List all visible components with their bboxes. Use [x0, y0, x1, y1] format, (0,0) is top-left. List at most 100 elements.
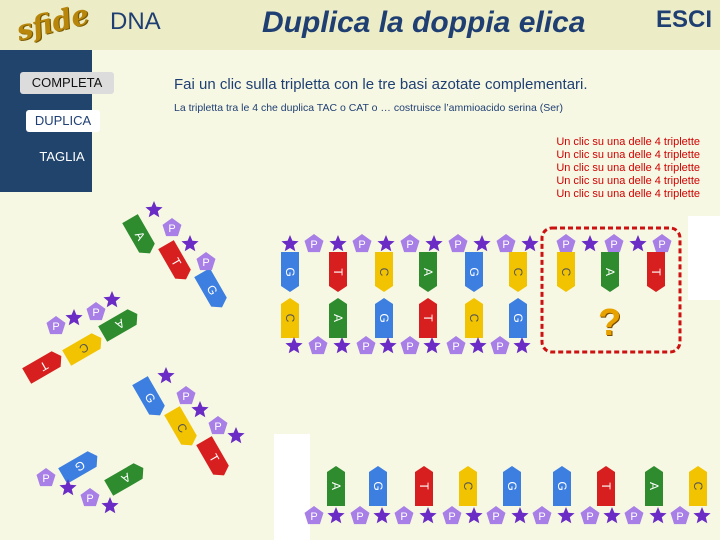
base-letter: A [603, 268, 617, 276]
phosphate-label: P [310, 239, 317, 251]
base-shape[interactable] [375, 298, 393, 338]
phosphate-shape [352, 234, 372, 253]
base-shape[interactable] [689, 466, 707, 506]
base-letter: T [599, 482, 613, 490]
base-shape[interactable] [553, 466, 571, 506]
phosphate-label: P [610, 239, 617, 251]
base-G[interactable]: G [132, 376, 168, 420]
base-A[interactable]: A [601, 252, 619, 292]
base-letter: G [505, 481, 519, 490]
sugar-star [469, 337, 487, 354]
base-T[interactable]: T [329, 252, 347, 292]
menu-item-duplica[interactable]: DUPLICA [26, 110, 100, 132]
base-A[interactable]: A [419, 252, 437, 292]
base-A[interactable]: A [122, 214, 158, 258]
phosphate: P [490, 336, 510, 355]
base-letter: A [329, 482, 343, 490]
base-shape[interactable] [459, 466, 477, 506]
phosphate-label: P [314, 341, 321, 353]
base-C[interactable]: C [62, 330, 106, 366]
base-shape[interactable] [415, 466, 433, 506]
base-A[interactable]: A [329, 298, 347, 338]
base-A[interactable]: A [327, 466, 345, 506]
base-C[interactable]: C [509, 252, 527, 292]
base-G[interactable]: G [509, 298, 527, 338]
base-shape[interactable] [597, 466, 615, 506]
base-shape[interactable] [329, 298, 347, 338]
base-C[interactable]: C [375, 252, 393, 292]
base-shape[interactable] [122, 214, 158, 258]
base-G[interactable]: G [58, 448, 102, 484]
sugar-star [329, 235, 347, 252]
menu-item-completa[interactable]: COMPLETA [20, 72, 114, 94]
base-A[interactable]: A [645, 466, 663, 506]
base-A[interactable]: A [98, 306, 142, 342]
base-shape[interactable] [58, 448, 102, 484]
base-G[interactable]: G [553, 466, 571, 506]
base-C[interactable]: C [465, 298, 483, 338]
base-C[interactable]: C [459, 466, 477, 506]
base-shape[interactable] [22, 348, 66, 384]
base-shape[interactable] [419, 298, 437, 338]
base-G[interactable]: G [503, 466, 521, 506]
phosphate-label: P [502, 239, 509, 251]
sugar-star [101, 497, 119, 514]
base-T[interactable]: T [196, 436, 232, 480]
base-T[interactable]: T [158, 240, 194, 284]
base-shape[interactable] [601, 252, 619, 292]
base-T[interactable]: T [415, 466, 433, 506]
base-G[interactable]: G [281, 252, 299, 292]
base-shape[interactable] [647, 252, 665, 292]
phosphate: P [604, 234, 624, 253]
base-shape[interactable] [132, 376, 168, 420]
base-shape[interactable] [645, 466, 663, 506]
target-question-mark[interactable]: ? [598, 302, 622, 344]
phosphate: P [624, 506, 644, 525]
base-shape[interactable] [509, 252, 527, 292]
sugar-star [465, 507, 483, 524]
base-G[interactable]: G [369, 466, 387, 506]
phosphate-label: P [454, 239, 461, 251]
base-T[interactable]: T [419, 298, 437, 338]
base-letter: G [283, 267, 297, 276]
base-letter: C [377, 268, 391, 277]
base-shape[interactable] [329, 252, 347, 292]
base-shape[interactable] [164, 406, 200, 450]
base-G[interactable]: G [194, 268, 230, 312]
base-shape[interactable] [465, 252, 483, 292]
exit-button[interactable]: ESCI [656, 6, 713, 33]
base-shape[interactable] [369, 466, 387, 506]
base-C[interactable]: C [164, 406, 200, 450]
base-T[interactable]: T [597, 466, 615, 506]
base-shape[interactable] [327, 466, 345, 506]
base-shape[interactable] [509, 298, 527, 338]
base-C[interactable]: C [557, 252, 575, 292]
base-A[interactable]: A [104, 460, 148, 496]
instruction-text: Fai un clic sulla tripletta con le tre b… [174, 76, 588, 93]
base-letter: C [511, 268, 525, 277]
sugar-star [59, 479, 77, 496]
base-shape[interactable] [281, 252, 299, 292]
base-shape[interactable] [196, 436, 232, 480]
menu-item-taglia[interactable]: TAGLIA [39, 149, 85, 164]
phosphate-shape [652, 234, 672, 253]
base-shape[interactable] [98, 306, 142, 342]
base-shape[interactable] [281, 298, 299, 338]
base-shape[interactable] [419, 252, 437, 292]
base-shape[interactable] [62, 330, 106, 366]
base-T[interactable]: T [22, 348, 66, 384]
base-shape[interactable] [557, 252, 575, 292]
base-C[interactable]: C [281, 298, 299, 338]
target-triplet-box[interactable] [540, 226, 682, 354]
base-shape[interactable] [465, 298, 483, 338]
base-G[interactable]: G [465, 252, 483, 292]
base-T[interactable]: T [647, 252, 665, 292]
base-shape[interactable] [503, 466, 521, 506]
base-shape[interactable] [104, 460, 148, 496]
phosphate: P [304, 506, 324, 525]
base-shape[interactable] [158, 240, 194, 284]
base-G[interactable]: G [375, 298, 393, 338]
base-shape[interactable] [194, 268, 230, 312]
base-shape[interactable] [375, 252, 393, 292]
base-C[interactable]: C [689, 466, 707, 506]
